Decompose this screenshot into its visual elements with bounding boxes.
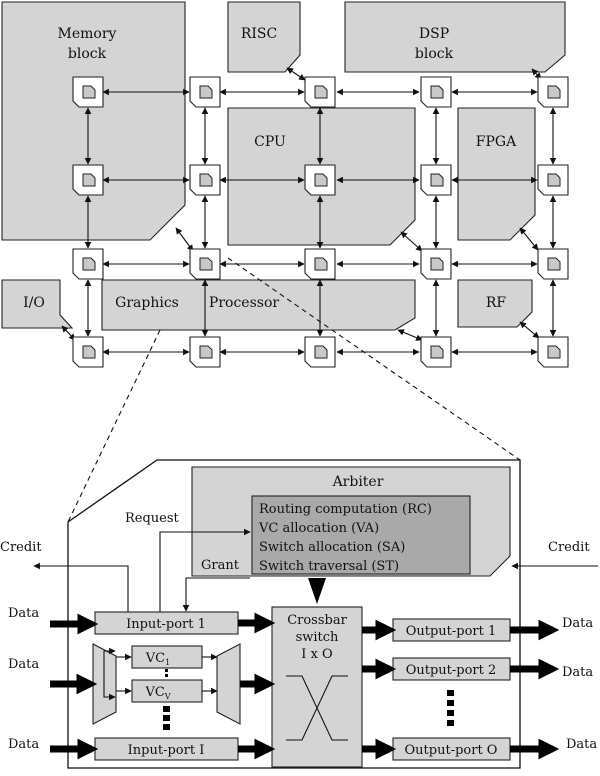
router-node xyxy=(420,76,452,108)
router-node xyxy=(72,164,104,196)
io-block xyxy=(1,279,74,329)
data-out-label-2: Data xyxy=(562,665,593,680)
processor-label: Processor xyxy=(209,295,279,311)
vertical-links xyxy=(84,107,557,337)
credit-left-label: Credit xyxy=(0,540,42,555)
grant-arrow xyxy=(182,577,250,612)
output-port-2-label: Output-port 2 xyxy=(406,663,497,678)
horizontal-links xyxy=(102,88,538,356)
output-port-o-label: Output-port O xyxy=(405,743,498,758)
request-arrow xyxy=(159,528,251,612)
router-node xyxy=(304,248,336,280)
graphics-label: Graphics xyxy=(115,295,179,311)
router-node xyxy=(72,248,104,280)
arbiter-to-crossbar-arrow xyxy=(308,578,326,604)
router-node xyxy=(189,76,221,108)
data-out-label-1: Data xyxy=(562,616,593,631)
data-in-label-3: Data xyxy=(8,737,39,752)
crossbar-label-3: I x O xyxy=(301,647,332,662)
crossbar-path-b xyxy=(286,675,348,741)
vc-1-text: VC xyxy=(145,651,165,666)
router-node xyxy=(420,164,452,196)
input-ellipsis xyxy=(163,706,170,730)
router-node xyxy=(537,336,569,368)
crossbar-label-1: Crossbar xyxy=(287,613,347,628)
rf-block xyxy=(457,279,533,328)
router-node xyxy=(537,248,569,280)
ip-router-links xyxy=(61,67,542,341)
output-port-1-label: Output-port 1 xyxy=(406,624,497,639)
router-node xyxy=(72,76,104,108)
router-node xyxy=(304,164,336,196)
data-out-label-3: Data xyxy=(566,737,597,752)
router-node xyxy=(72,336,104,368)
arbiter-stages xyxy=(251,495,471,575)
fpga-block xyxy=(457,107,536,241)
data-in-label-2: Data xyxy=(8,657,39,672)
fpga-label: FPGA xyxy=(476,134,517,150)
credit-left-arrow xyxy=(33,562,129,612)
input-port-i-label: Input-port I xyxy=(128,743,205,758)
arbiter-title: Arbiter xyxy=(332,474,384,490)
dsp-label: DSP xyxy=(419,26,449,42)
vc-v-text: VC xyxy=(144,685,164,700)
vc-1-label: VC1 xyxy=(145,651,170,667)
router-detail: Arbiter Routing computation (RC) VC allo… xyxy=(0,459,598,769)
router-node xyxy=(189,248,221,280)
data-in-label-1: Data xyxy=(8,606,39,621)
memory-label-2: block xyxy=(68,46,107,62)
output-ellipsis xyxy=(447,690,454,726)
graphics-processor-block xyxy=(101,279,416,331)
router-node xyxy=(420,248,452,280)
router-node xyxy=(304,76,336,108)
router-node xyxy=(420,336,452,368)
dsp-label-2: block xyxy=(415,46,454,62)
dsp-block xyxy=(344,1,566,73)
risc-block xyxy=(227,1,301,73)
arbiter-stage-rc: Routing computation (RC) xyxy=(259,502,432,517)
vc-ellipsis xyxy=(165,669,168,677)
io-label: I/O xyxy=(23,295,45,311)
router-node xyxy=(537,164,569,196)
grant-label: Grant xyxy=(201,558,240,573)
arbiter-stage-st: Switch traversal (ST) xyxy=(259,559,399,574)
router-node xyxy=(189,336,221,368)
cpu-label: CPU xyxy=(254,134,286,150)
vc-v-sub: V xyxy=(164,692,171,701)
arbiter-stage-va: VC allocation (VA) xyxy=(258,521,379,536)
routers xyxy=(72,76,569,368)
credit-right-label: Credit xyxy=(548,540,590,555)
vc-v-label: VCV xyxy=(144,685,170,701)
arbiter-stage-sa: Switch allocation (SA) xyxy=(259,540,405,555)
router-node xyxy=(537,76,569,108)
mux xyxy=(216,643,241,725)
rf-label: RF xyxy=(486,295,507,311)
input-port-1-label: Input-port 1 xyxy=(126,617,206,632)
router-outline xyxy=(67,459,521,769)
crossbar-label-2: switch xyxy=(296,630,339,645)
request-label: Request xyxy=(125,511,180,526)
soc-grid: Memory block RISC DSP block CPU FPGA I/O… xyxy=(1,1,569,368)
data-flow-arrows xyxy=(50,612,560,760)
risc-label: RISC xyxy=(241,26,277,42)
router-node xyxy=(304,336,336,368)
router-node xyxy=(189,164,221,196)
memory-label: Memory xyxy=(58,26,117,42)
vc-1-sub: 1 xyxy=(165,658,170,667)
